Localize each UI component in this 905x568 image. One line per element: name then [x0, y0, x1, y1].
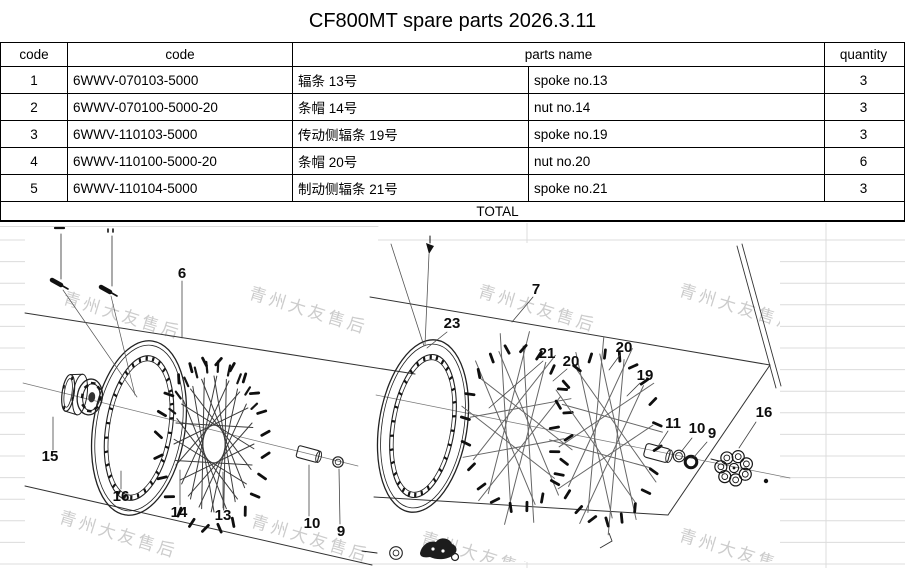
cell-code: 6WWV-110100-5000-20: [68, 148, 293, 174]
table-row: 4 6WWV-110100-5000-20 条帽 20号 nut no.20 6: [1, 148, 904, 175]
part-number-label: 7: [532, 281, 540, 298]
part-number-label: 10: [689, 420, 706, 437]
cell-name-en: spoke no.19: [529, 121, 825, 147]
part-number-label: 16: [113, 488, 130, 505]
table-row: 1 6WWV-070103-5000 辐条 13号 spoke no.13 3: [1, 67, 904, 94]
cell-no: 2: [1, 94, 68, 120]
part-number-label: 20: [616, 339, 633, 356]
part-number-label: 6: [178, 265, 186, 282]
part-number-label: 13: [215, 507, 232, 524]
cell-code: 6WWV-110103-5000: [68, 121, 293, 147]
header-quantity: quantity: [839, 47, 888, 62]
cell-name-cn: 条帽 14号: [293, 94, 529, 120]
cell-code: 6WWV-070100-5000-20: [68, 94, 293, 120]
part-number-label: 9: [708, 425, 716, 442]
cell-name-en: spoke no.21: [529, 175, 825, 201]
header-code-2: code: [68, 43, 293, 66]
part-number-label: 16: [756, 404, 773, 421]
cell-no: 5: [1, 175, 68, 201]
table-total-row: TOTAL: [1, 202, 904, 220]
header-code-1: code: [1, 43, 68, 66]
table-header-row: code code parts name quantity: [1, 43, 904, 67]
cell-name-en: nut no.14: [529, 94, 825, 120]
cell-name-cn: 传动侧辐条 19号: [293, 121, 529, 147]
part-number-label: 19: [637, 367, 654, 384]
part-number-label: 9: [337, 523, 345, 540]
page-title: CF800MT spare parts 2026.3.11: [308, 9, 597, 32]
parts-table: code code parts name quantity 1 6WWV-070…: [0, 42, 905, 222]
cell-code: 6WWV-110104-5000: [68, 175, 293, 201]
cell-qty: 3: [859, 72, 868, 88]
table-row: 5 6WWV-110104-5000 制动侧辐条 21号 spoke no.21…: [1, 175, 904, 202]
table-row: 3 6WWV-110103-5000 传动侧辐条 19号 spoke no.19…: [1, 121, 904, 148]
total-label: TOTAL: [476, 203, 519, 219]
cell-no: 1: [1, 67, 68, 93]
cell-name-en: spoke no.13: [529, 67, 825, 93]
part-number-label: 23: [444, 315, 461, 332]
cell-qty: 6: [859, 153, 868, 169]
header-parts-name: parts name: [293, 43, 825, 66]
part-number-label: 21: [539, 345, 556, 362]
cell-no: 3: [1, 121, 68, 147]
part-number-label: 14: [171, 504, 188, 521]
part-number-label: 10: [304, 515, 321, 532]
parts-diagram: 青州大友售后青州大友售后青州大友售后青州大友售后青州大友售后青州大友售后青州大友…: [0, 223, 905, 568]
diagram-canvas: 青州大友售后青州大友售后青州大友售后青州大友售后青州大友售后青州大友售后青州大友…: [0, 223, 905, 568]
part-number-label: 11: [665, 415, 681, 432]
cell-qty: 3: [859, 180, 868, 196]
cell-name-en: nut no.20: [529, 148, 825, 174]
cell-qty: 3: [859, 126, 868, 142]
cell-no: 4: [1, 148, 68, 174]
part-number-label: 20: [563, 353, 580, 370]
part-number-label: 15: [42, 448, 59, 465]
cell-name-cn: 条帽 20号: [293, 148, 529, 174]
cell-name-cn: 制动侧辐条 21号: [293, 175, 529, 201]
cell-code: 6WWV-070103-5000: [68, 67, 293, 93]
cell-name-cn: 辐条 13号: [293, 67, 529, 93]
table-row: 2 6WWV-070100-5000-20 条帽 14号 nut no.14 3: [1, 94, 904, 121]
cell-qty: 3: [859, 99, 868, 115]
